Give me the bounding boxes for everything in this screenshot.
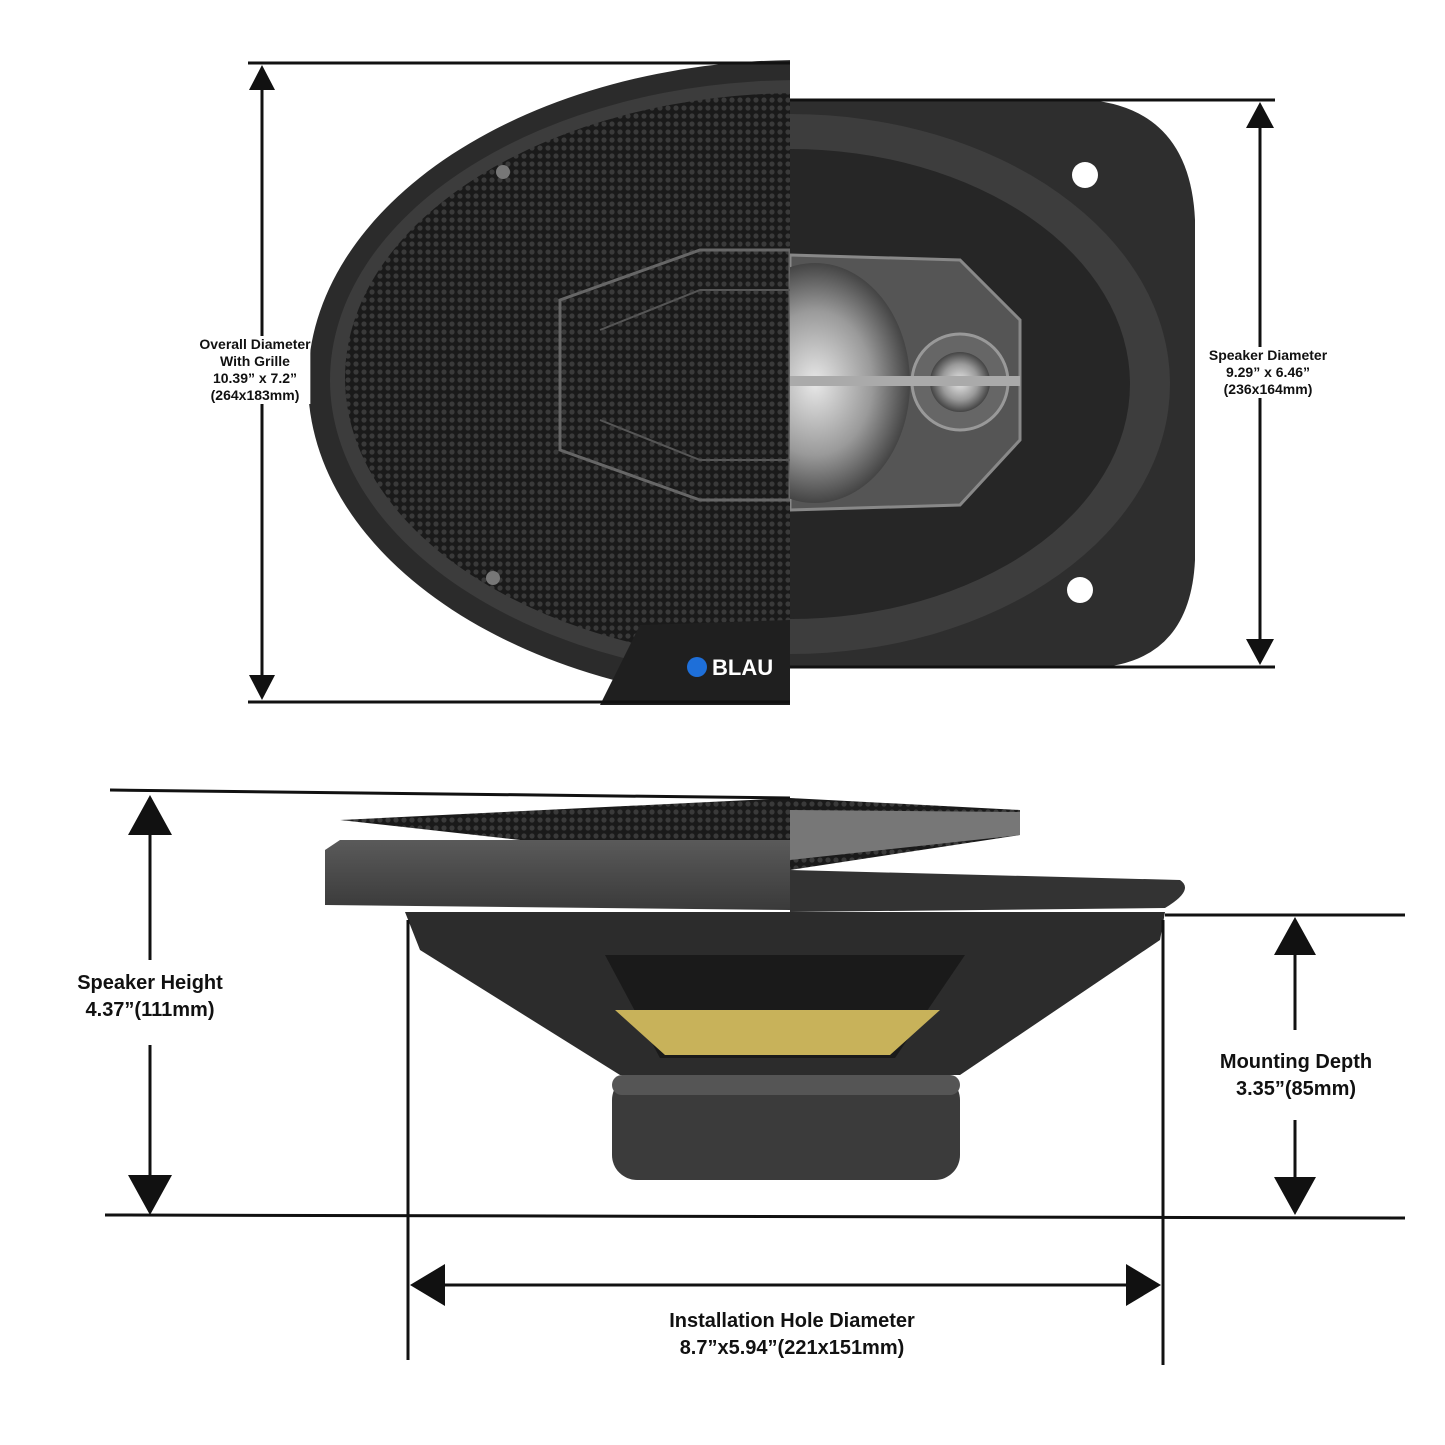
label-title: Speaker Diameter	[1208, 347, 1328, 363]
label-title: Installation Hole Diameter	[669, 1310, 915, 1332]
label-title: Speaker Height	[77, 972, 223, 994]
logo-dot	[687, 657, 707, 677]
label-subtitle: With Grille	[220, 353, 290, 369]
label-inches: 9.29” x 6.46”	[1225, 364, 1311, 380]
brand-logo: BLAU	[712, 655, 773, 680]
speaker-height-dimension	[128, 795, 172, 1215]
speaker-grille-half	[308, 60, 790, 705]
installation-hole-label: Installation Hole Diameter 8.7”x5.94”(22…	[669, 1308, 915, 1362]
label-title: Overall Diameter	[199, 336, 311, 352]
speaker-diameter-label: Speaker Diameter 9.29” x 6.46” (236x164m…	[1208, 347, 1328, 398]
mounting-depth-dimension	[1165, 913, 1405, 1215]
installation-hole-dimension	[406, 920, 1165, 1365]
overall-diameter-dimension	[248, 61, 790, 704]
overall-diameter-label: Overall Diameter With Grille 10.39” x 7.…	[199, 336, 311, 404]
speaker-cone-half	[790, 100, 1195, 668]
label-mm: (236x164mm)	[1223, 381, 1313, 397]
label-value: 8.7”x5.94”(221x151mm)	[679, 1337, 905, 1359]
label-inches: 10.39” x 7.2”	[212, 370, 298, 386]
mounting-depth-label: Mounting Depth 3.35”(85mm)	[1219, 1049, 1373, 1103]
speaker-side-view	[325, 798, 1185, 1180]
label-title: Mounting Depth	[1219, 1051, 1373, 1073]
label-mm: (264x183mm)	[210, 387, 300, 403]
label-value: 4.37”(111mm)	[85, 999, 215, 1021]
label-value: 3.35”(85mm)	[1235, 1078, 1357, 1100]
speaker-height-label: Speaker Height 4.37”(111mm)	[77, 970, 223, 1024]
